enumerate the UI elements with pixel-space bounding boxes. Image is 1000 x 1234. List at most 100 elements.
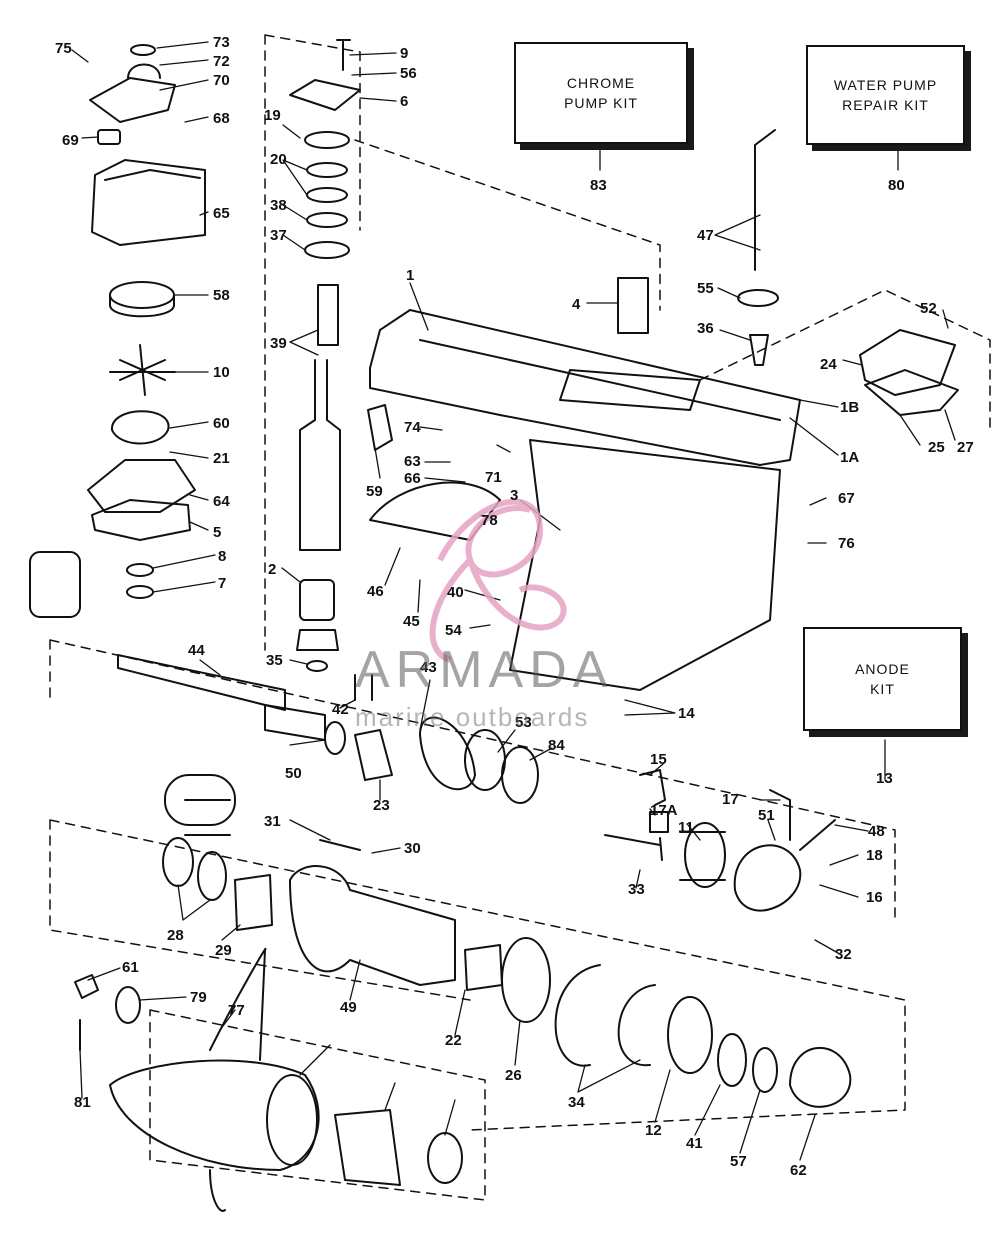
callout-79: 79 (190, 989, 207, 1006)
watermark-subtitle: marine outboards (355, 702, 590, 732)
callout-4: 4 (572, 296, 581, 313)
callout-46: 46 (367, 583, 384, 600)
callout-63: 63 (404, 453, 421, 470)
callout-68: 68 (213, 110, 230, 127)
waterpump-frame (699, 289, 991, 431)
callout-36: 36 (697, 320, 714, 337)
callout-15: 15 (650, 751, 667, 768)
callout-11: 11 (678, 819, 694, 836)
callout-74: 74 (404, 419, 421, 436)
callout-23: 23 (373, 797, 390, 814)
callout-31: 31 (264, 813, 281, 830)
callout-17: 17 (722, 791, 739, 808)
callout-19: 19 (264, 107, 281, 124)
callout-44: 44 (188, 642, 205, 659)
callout-8: 8 (218, 548, 226, 565)
water-pump-kit-box: WATER PUMP REPAIR KIT (806, 45, 965, 145)
callout-62: 62 (790, 1162, 807, 1179)
callout-20: 20 (270, 151, 287, 168)
callout-22: 22 (445, 1032, 462, 1049)
callout-1: 1 (406, 267, 414, 284)
propeller-group (74, 947, 463, 1212)
callout-66: 66 (404, 470, 421, 487)
callout-38: 38 (270, 197, 287, 214)
watermark-logo-icon (429, 498, 567, 663)
callout-78: 78 (481, 512, 498, 529)
watermark-title: ARMADA (355, 641, 614, 699)
callout-27: 27 (957, 439, 974, 456)
callout-16: 16 (866, 889, 883, 906)
callout-5: 5 (213, 524, 221, 541)
carrier-row (162, 774, 852, 1108)
prop-frame (149, 1009, 486, 1201)
callout-7: 7 (218, 575, 226, 592)
anode-kit-box: ANODE KIT (803, 627, 962, 731)
callout-41: 41 (686, 1135, 703, 1152)
callout-56: 56 (400, 65, 417, 82)
callout-84: 84 (548, 737, 565, 754)
propshaft-frame (49, 639, 896, 921)
callout-39: 39 (270, 335, 287, 352)
callout-72: 72 (213, 53, 230, 70)
callout-21: 21 (213, 450, 230, 467)
callout-14: 14 (678, 705, 695, 722)
callout-76: 76 (838, 535, 855, 552)
chrome-pump-kit-box: CHROME PUMP KIT (514, 42, 688, 144)
callout-3: 3 (510, 487, 518, 504)
callout-67: 67 (838, 490, 855, 507)
callout-12: 12 (645, 1122, 662, 1139)
callout-43: 43 (420, 659, 437, 676)
callout-25: 25 (928, 439, 945, 456)
water-pump-stack (29, 44, 206, 618)
shifter-group (604, 769, 836, 912)
callout-6: 6 (400, 93, 408, 110)
callout-49: 49 (340, 999, 357, 1016)
callout-26: 26 (505, 1067, 522, 1084)
callout-33: 33 (628, 881, 645, 898)
callout-9: 9 (400, 45, 408, 62)
callout-61: 61 (122, 959, 139, 976)
callout-10: 10 (213, 364, 230, 381)
callout-70: 70 (213, 72, 230, 89)
callout-24: 24 (820, 356, 837, 373)
callout-83: 83 (590, 177, 607, 194)
anode-kit-line-1: ANODE (855, 661, 910, 677)
callout-50: 50 (285, 765, 302, 782)
callout-28: 28 (167, 927, 184, 944)
chrome-pump-kit-line-2: PUMP KIT (564, 95, 638, 111)
callout-75: 75 (55, 40, 72, 57)
callout-60: 60 (213, 415, 230, 432)
callout-32: 32 (835, 946, 852, 963)
callout-80: 80 (888, 177, 905, 194)
callout-1B: 1B (840, 399, 859, 416)
callout-45: 45 (403, 613, 420, 630)
propshaft-row (117, 654, 539, 804)
callout-17A: 17A (650, 802, 678, 819)
callout-59: 59 (366, 483, 383, 500)
water-pump-kit-line-2: REPAIR KIT (842, 97, 929, 113)
callout-30: 30 (404, 840, 421, 857)
callout-58: 58 (213, 287, 230, 304)
callout-13: 13 (876, 770, 893, 787)
callout-64: 64 (213, 493, 230, 510)
callout-1A: 1A (840, 449, 859, 466)
gearcase-frame (49, 819, 906, 1131)
callout-29: 29 (215, 942, 232, 959)
callout-71: 71 (485, 469, 502, 486)
water-pump-kit-line-1: WATER PUMP (833, 77, 938, 93)
anode-kit-line-2: KIT (870, 681, 895, 697)
callout-69: 69 (62, 132, 79, 149)
callout-2: 2 (268, 561, 276, 578)
callout-81: 81 (74, 1094, 91, 1111)
callout-57: 57 (730, 1153, 747, 1170)
callout-65: 65 (213, 205, 230, 222)
callout-73: 73 (213, 34, 230, 51)
callout-47: 47 (697, 227, 714, 244)
callout-55: 55 (697, 280, 714, 297)
shift-rod-parts (737, 129, 959, 416)
callout-42: 42 (332, 701, 349, 718)
callout-77: 77 (228, 1002, 245, 1019)
callout-40: 40 (447, 584, 464, 601)
